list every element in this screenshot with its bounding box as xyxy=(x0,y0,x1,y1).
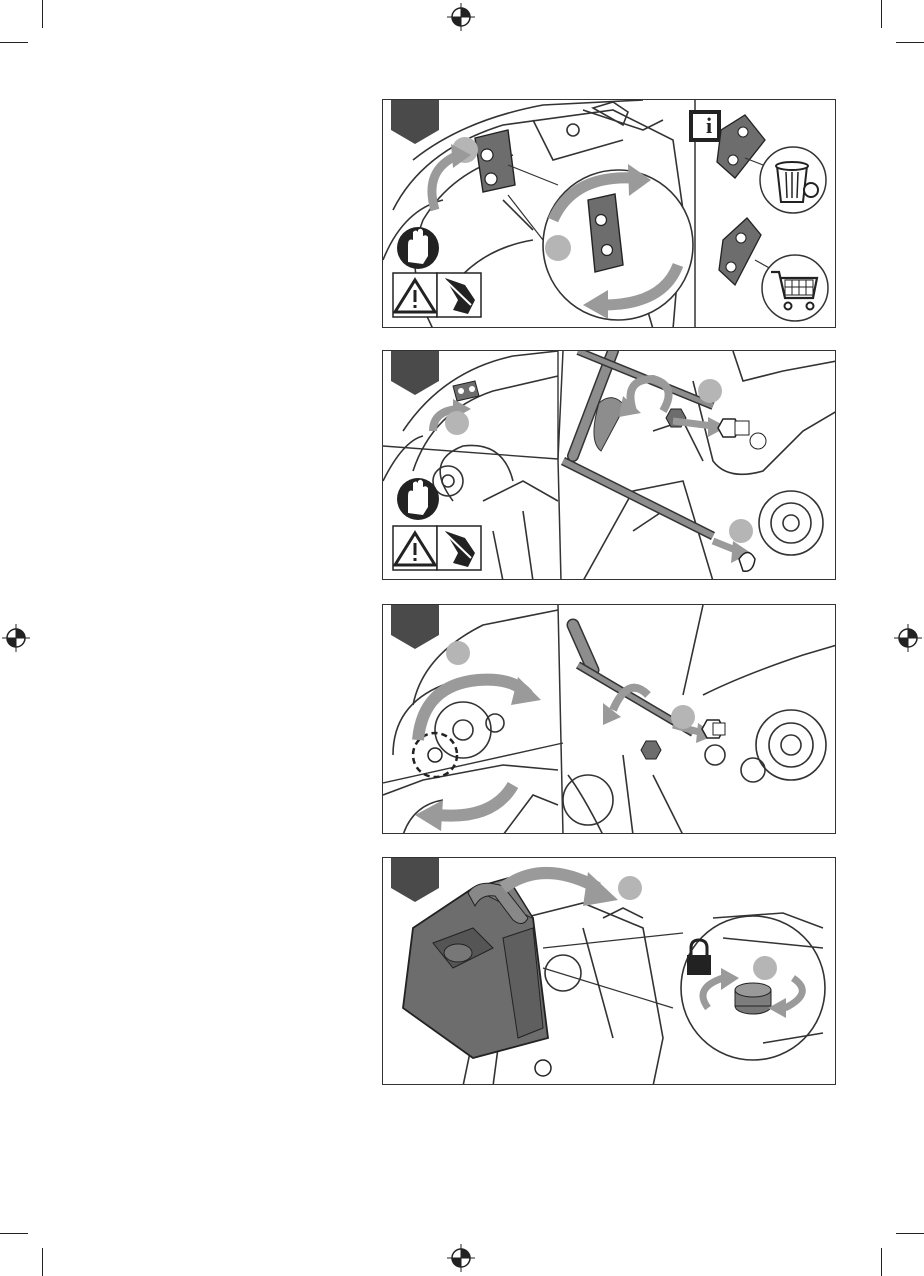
step-3-illustration xyxy=(383,605,836,834)
crop-mark xyxy=(42,0,43,28)
info-box-symbol: i xyxy=(699,113,719,139)
registration-mark-icon xyxy=(894,624,922,652)
step-2-illustration xyxy=(383,351,836,580)
step-1-illustration xyxy=(383,100,836,328)
step-number-tab xyxy=(391,858,439,902)
warning-triangle-icon xyxy=(393,526,437,570)
crop-mark xyxy=(881,1248,882,1276)
crop-mark xyxy=(0,42,28,43)
step-4-panel xyxy=(382,857,836,1085)
callout-marker xyxy=(753,956,777,980)
step-number-tab xyxy=(391,100,439,144)
cut-hazard-hand-icon xyxy=(437,273,481,317)
registration-mark-icon xyxy=(447,3,475,31)
registration-mark-icon xyxy=(2,624,30,652)
callout-marker xyxy=(445,411,469,435)
protective-gloves-icon xyxy=(397,478,439,520)
registration-mark-icon xyxy=(447,1244,475,1272)
crop-mark xyxy=(42,1248,43,1276)
step-number-tab xyxy=(391,605,439,649)
step-1-panel: i xyxy=(382,99,836,328)
locking-knob xyxy=(735,983,771,1014)
callout-marker xyxy=(545,235,571,261)
hopper-cover xyxy=(403,878,551,1076)
step-4-illustration xyxy=(383,858,836,1085)
callout-marker xyxy=(618,876,642,900)
callout-marker xyxy=(698,379,722,403)
callout-marker xyxy=(446,641,470,665)
bolt xyxy=(718,419,766,449)
cut-hazard-hand-icon xyxy=(437,526,481,570)
step-3-panel xyxy=(382,604,836,834)
protective-gloves-icon xyxy=(397,227,439,269)
warning-triangle-icon xyxy=(393,273,437,317)
crop-mark xyxy=(0,1233,28,1234)
bolt xyxy=(702,720,725,738)
crop-mark xyxy=(896,1233,924,1234)
step-2-panel xyxy=(382,350,836,580)
hex-nut xyxy=(641,741,661,759)
step-number-tab xyxy=(391,351,439,395)
crop-mark xyxy=(881,0,882,28)
callout-marker xyxy=(671,705,695,729)
callout-marker xyxy=(729,519,753,543)
crop-mark xyxy=(896,42,924,43)
